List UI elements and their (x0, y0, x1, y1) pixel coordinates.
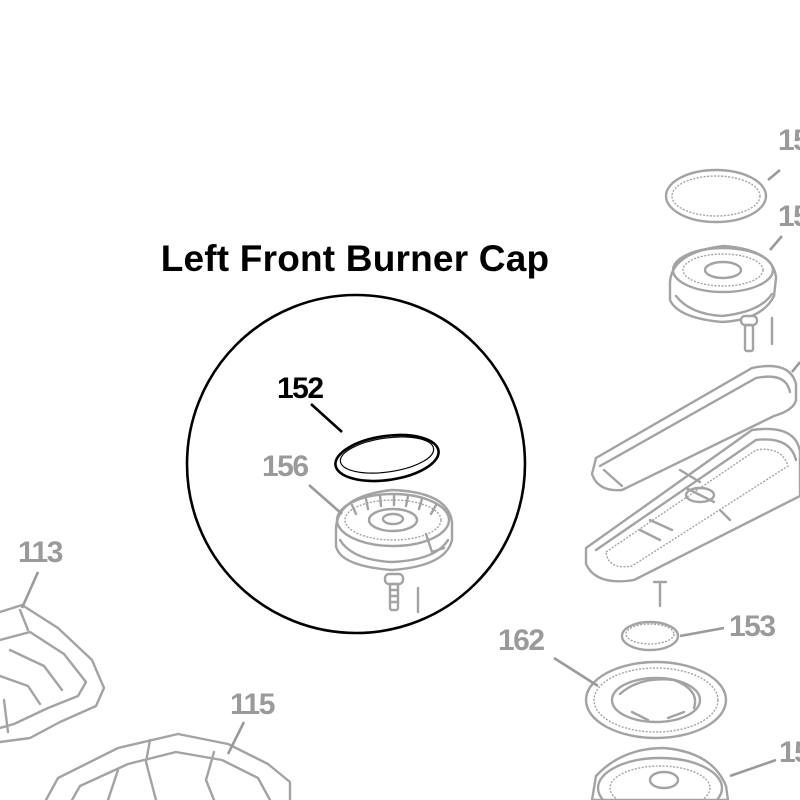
screw-inset (383, 572, 420, 614)
leader-top-right-a (767, 169, 781, 181)
oval-burner-base (584, 427, 800, 583)
ring-162 (584, 660, 728, 740)
callout-156: 156 (262, 450, 308, 483)
screw-oval (652, 580, 668, 608)
oval-burner-cap (590, 364, 798, 492)
burner-base-bottom-right (590, 746, 730, 800)
burner-base-156 (334, 488, 454, 572)
leader-156 (308, 484, 343, 515)
leader-oval-cap (790, 361, 800, 373)
leader-top-right-b (769, 235, 783, 251)
callout-top-right-b: 15 (778, 200, 800, 233)
callout-bottom-right: 15 (779, 736, 800, 769)
cap-top-right (664, 168, 768, 224)
callout-top-right-a: 15 (778, 124, 800, 157)
inset-circle (185, 293, 527, 635)
burner-cap-152 (334, 433, 440, 483)
burner-base-top-right (668, 244, 778, 324)
leader-162 (553, 656, 599, 688)
leader-115 (226, 721, 246, 755)
callout-152: 152 (277, 372, 323, 405)
leader-bottom-right (729, 758, 777, 778)
leader-153 (679, 626, 725, 638)
grate-113-drawing (0, 603, 106, 744)
grate-115-drawing (44, 732, 292, 800)
leader-152 (310, 403, 343, 433)
callout-162: 162 (498, 624, 544, 657)
diagram-title: Left Front Burner Cap (160, 238, 550, 279)
leader-113 (20, 571, 40, 609)
small-cap-153 (620, 620, 680, 652)
screw-right (739, 314, 774, 353)
callout-115: 115 (230, 688, 275, 721)
callout-113: 113 (18, 536, 63, 569)
callout-153: 153 (729, 610, 775, 643)
